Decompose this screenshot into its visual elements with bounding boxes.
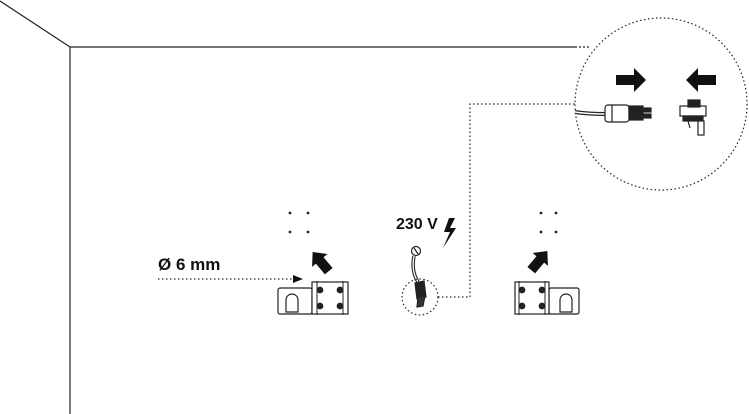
power-cable-icon [410, 245, 427, 308]
arrow-right-icon [616, 68, 646, 92]
mounting-bracket-right-icon [514, 281, 580, 315]
push-arrow-right-icon [527, 251, 548, 274]
connector-socket-icon [679, 99, 707, 136]
mounting-bracket-left-icon [277, 281, 349, 315]
push-arrow-left-icon [312, 252, 333, 275]
drill-diameter-label: Ø 6 mm [158, 255, 221, 274]
drill-leader-line [158, 275, 303, 283]
zoom-callout-circle [574, 17, 748, 191]
drill-hole-pattern-left [288, 211, 310, 234]
drill-hole-pattern-right [539, 211, 558, 234]
voltage-label: 230 V [396, 216, 438, 233]
arrow-left-icon [686, 68, 716, 92]
electric-hazard-bolt-icon [443, 218, 456, 248]
callout-connector-line [438, 103, 580, 298]
connector-plug-icon [574, 104, 652, 123]
wall-corner-outline [0, 0, 590, 414]
